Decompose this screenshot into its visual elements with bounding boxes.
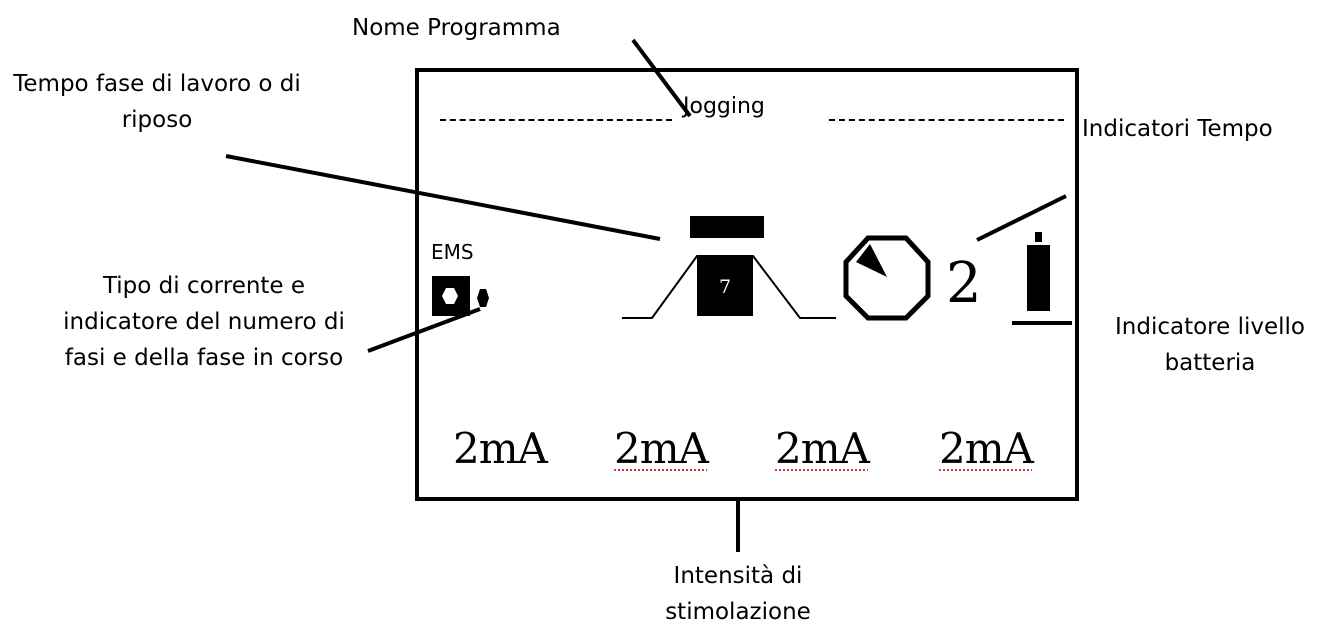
program-name-dashes-left — [440, 119, 672, 121]
program-name: Jogging — [683, 94, 765, 119]
trapezoid-phase-profile-icon — [622, 216, 836, 319]
phase-hexagon-icon — [432, 276, 489, 316]
callout-tipo-corrente: Tipo di corrente e indicatore del numero… — [63, 273, 345, 371]
intensity-channel-4: 2mA — [939, 424, 1034, 473]
lcd-screen-frame — [415, 68, 1079, 501]
leader-line-ind-tempo — [976, 194, 1067, 242]
octagon-clock-icon — [843, 235, 931, 321]
callout-indicatore-batteria: Indicatore livello batteria — [1115, 314, 1305, 376]
current-type-label: EMS — [431, 240, 474, 264]
callout-tempo-fase: Tempo fase di lavoro o di riposo — [13, 71, 301, 133]
intensity-channel-2: 2mA — [614, 424, 709, 473]
program-name-dashes-right — [829, 119, 1064, 121]
phase-step-number: 7 — [718, 276, 732, 298]
callout-indicatori-tempo: Indicatori Tempo — [1082, 116, 1273, 142]
intensity-channel-3: 2mA — [775, 424, 870, 473]
leader-line-tempo-fase — [225, 154, 661, 241]
callout-nome-programma: Nome Programma — [352, 15, 561, 41]
intensity-channel-1: 2mA — [453, 424, 548, 473]
leader-line-nome — [631, 38, 692, 118]
callout-intensita: Intensità di stimolazione — [665, 563, 811, 625]
leader-line-tipo — [367, 307, 481, 353]
battery-level-icon — [1012, 232, 1072, 325]
time-indicator-value: 2 — [946, 251, 982, 316]
